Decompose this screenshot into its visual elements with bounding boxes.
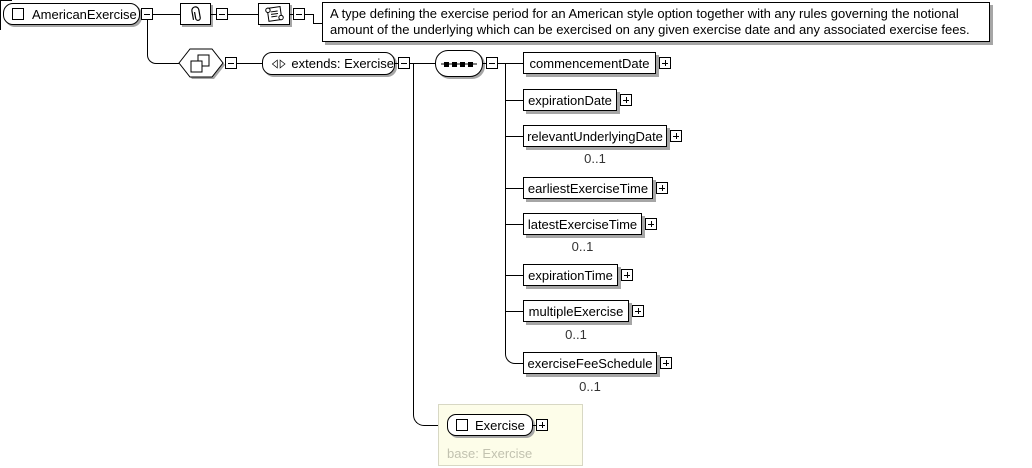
cardinality-label: 0..1 <box>565 327 587 342</box>
child-element-label: commencementDate <box>529 55 650 71</box>
child-element-label: earliestExerciseTime <box>527 180 649 196</box>
frame-edge <box>0 0 1 30</box>
connector <box>313 23 322 24</box>
root-element-label: AmericanExercise <box>32 6 137 22</box>
child-element-box[interactable]: multipleExercise <box>523 300 629 322</box>
expand-toggle[interactable] <box>645 218 657 230</box>
collapse-toggle[interactable] <box>486 57 498 69</box>
connector <box>505 63 523 64</box>
collapse-toggle[interactable] <box>398 57 410 69</box>
connector <box>498 63 505 64</box>
child-element-label: expirationDate <box>528 92 612 108</box>
cardinality-label: 0..1 <box>584 151 606 166</box>
child-element-box[interactable]: exerciseFeeSchedule <box>523 352 657 374</box>
collapse-toggle[interactable] <box>225 57 237 69</box>
child-element-label: relevantUnderlyingDate <box>527 128 663 144</box>
child-element-label: exerciseFeeSchedule <box>527 355 653 371</box>
expand-toggle[interactable] <box>659 57 671 69</box>
connector <box>533 425 536 426</box>
expand-toggle[interactable] <box>536 419 548 431</box>
connector <box>505 100 523 101</box>
element-square-icon <box>456 419 468 431</box>
expand-toggle[interactable] <box>632 305 644 317</box>
connector <box>290 14 293 15</box>
collapse-toggle[interactable] <box>141 8 153 20</box>
expand-toggle[interactable] <box>621 269 633 281</box>
connector-elbow-to-base <box>413 63 439 426</box>
connector <box>305 14 313 15</box>
child-element-label: expirationTime <box>528 267 613 283</box>
extension-node[interactable]: extends: Exercise <box>262 52 395 75</box>
connector <box>505 224 523 225</box>
cardinality-label: 0..1 <box>579 379 601 394</box>
child-element-label: latestExerciseTime <box>527 216 638 232</box>
root-element-americanexercise[interactable]: AmericanExercise <box>3 3 140 25</box>
documentation-text: A type defining the exercise period for … <box>322 2 990 42</box>
sequence-dots-icon <box>441 61 477 67</box>
expand-toggle[interactable] <box>670 130 682 142</box>
connector <box>313 14 314 23</box>
child-element-box[interactable]: relevantUnderlyingDate <box>523 125 667 147</box>
annotation-node[interactable] <box>180 3 211 25</box>
connector <box>483 63 486 64</box>
child-element-box[interactable]: expirationTime <box>523 264 618 286</box>
overlapping-squares-hexagon-icon <box>178 48 225 79</box>
expand-toggle[interactable] <box>656 182 668 194</box>
collapse-toggle[interactable] <box>216 8 228 20</box>
frame-edge <box>0 0 12 1</box>
children-spine <box>505 63 524 364</box>
connector <box>237 63 262 64</box>
connector <box>211 14 216 15</box>
expand-toggle[interactable] <box>660 357 672 369</box>
complex-content-node[interactable] <box>178 48 226 80</box>
base-element-exercise[interactable]: Exercise <box>447 414 533 436</box>
element-square-icon <box>12 8 24 20</box>
connector <box>505 136 523 137</box>
collapse-toggle[interactable] <box>293 8 305 20</box>
child-element-box[interactable]: latestExerciseTime <box>523 213 642 235</box>
connector <box>395 63 398 64</box>
child-element-box[interactable]: commencementDate <box>523 52 656 74</box>
connector <box>505 275 523 276</box>
connector <box>505 188 523 189</box>
extension-label: extends: Exercise <box>291 56 394 71</box>
documentation-node[interactable] <box>258 3 290 25</box>
expand-toggle[interactable] <box>620 94 632 106</box>
connector-elbow <box>147 20 179 64</box>
child-element-box[interactable]: expirationDate <box>523 89 617 111</box>
paperclip-icon <box>191 6 201 21</box>
double-triangle-icon <box>271 58 286 69</box>
connector <box>505 311 523 312</box>
connector <box>153 14 180 15</box>
cardinality-label: 0..1 <box>571 239 594 254</box>
base-element-label: Exercise <box>475 417 525 433</box>
base-type-caption: base: Exercise <box>447 446 533 461</box>
scroll-icon <box>265 6 284 22</box>
child-element-box[interactable]: earliestExerciseTime <box>523 177 653 199</box>
child-element-label: multipleExercise <box>528 303 624 319</box>
connector <box>228 14 258 15</box>
sequence-node[interactable] <box>435 50 483 77</box>
